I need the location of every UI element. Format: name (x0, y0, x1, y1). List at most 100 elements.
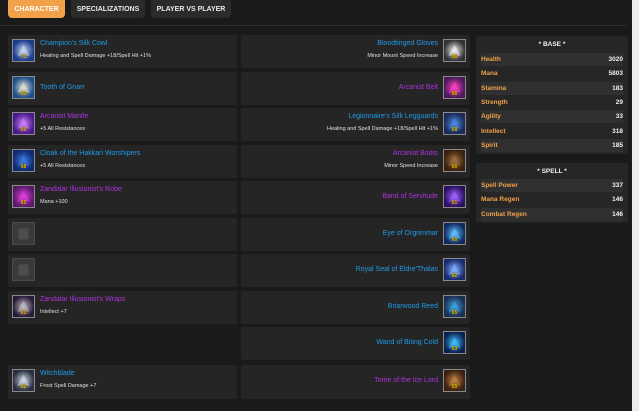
item-level: 65 (451, 310, 458, 316)
stat-value: 337 (612, 182, 623, 189)
tab-bar: CHARACTER SPECIALIZATIONS PLAYER VS PLAY… (0, 0, 639, 20)
stat-row: Intellect 318 (481, 125, 623, 138)
tab-divider (0, 25, 627, 26)
stat-label: Agility (481, 113, 501, 121)
item-level: 68 (20, 164, 27, 170)
stat-value: 185 (612, 141, 623, 149)
item-level: 65 (20, 200, 27, 206)
stat-label: Mana (481, 70, 498, 78)
item-level: 63 (20, 91, 27, 97)
right-equipment-slot[interactable]: 60 Eye of Orgrimmar (241, 218, 470, 251)
stat-value: 146 (612, 210, 623, 218)
empty-tabard-slot-icon (12, 258, 35, 281)
item-name[interactable]: Arcanist Boots (392, 150, 438, 157)
stat-label: Mana Regen (481, 196, 520, 204)
item-name[interactable]: Wand of Biting Cold (376, 339, 438, 346)
item-name[interactable]: Arcanist Mantle (40, 113, 89, 120)
item-name[interactable]: Briarwood Reed (387, 303, 438, 310)
item-name[interactable]: Witchblade (40, 370, 75, 377)
silk-cowl-icon: 71 (12, 39, 35, 62)
stat-label: Spirit (481, 141, 498, 149)
seal-trinket-icon: 62 (443, 258, 466, 281)
reed-trinket-icon: 65 (443, 295, 466, 318)
right-equipment-slot[interactable]: 65 Tome of the Ice Lord (241, 365, 470, 399)
tab-character[interactable]: CHARACTER (8, 0, 65, 18)
item-level: 60 (451, 237, 458, 243)
ring-icon: 61 (443, 185, 466, 208)
item-name[interactable]: Arcanist Belt (398, 84, 438, 91)
stat-value: 3020 (608, 56, 623, 63)
item-level: 65 (451, 384, 458, 390)
item-stat: Minor Speed Increase (384, 163, 438, 169)
tab-specializations[interactable]: SPECIALIZATIONS (71, 0, 145, 18)
stat-label: Combat Regen (481, 210, 527, 218)
item-name[interactable]: Royal Seal of Eldre'Thalas (355, 266, 438, 273)
item-name[interactable]: Cloak of the Hakkari Worshipers (40, 150, 141, 157)
eye-ring-icon: 60 (443, 222, 466, 245)
stat-row: Spirit 185 (481, 138, 623, 152)
item-stat: Mana +100 (40, 199, 68, 205)
item-name[interactable]: Band of Servitude (382, 193, 438, 200)
item-level: 66 (451, 164, 458, 170)
item-level: 66 (451, 91, 458, 97)
stat-label: Spell Power (481, 182, 518, 189)
right-equipment-slot[interactable]: 65 Briarwood Reed (241, 291, 470, 324)
mantle-icon: 66 (12, 112, 35, 135)
left-equipment-slot[interactable]: 68 Cloak of the Hakkari Worshipers +5 All … (8, 145, 237, 178)
item-level: 68 (451, 127, 458, 133)
item-name[interactable]: Champion's Silk Cowl (40, 40, 108, 47)
item-name[interactable]: Zandalar Illusionist's Wraps (40, 296, 126, 303)
stat-value: 318 (612, 127, 623, 135)
item-name[interactable]: Legionnaire's Silk Legguards (348, 113, 438, 120)
belt-icon: 66 (443, 76, 466, 99)
tome-icon: 65 (443, 369, 466, 392)
stat-label: Intellect (481, 127, 506, 135)
robe-icon: 65 (12, 185, 35, 208)
right-equipment-slot[interactable]: 62 Royal Seal of Eldre'Thalas (241, 254, 470, 287)
base-stats-title: * BASE * (538, 41, 566, 48)
right-equipment-slot[interactable]: 66 Arcanist Belt (241, 72, 470, 105)
right-equipment-slot[interactable]: 63 Wand of Biting Cold (241, 327, 470, 360)
item-name[interactable]: Tome of the Ice Lord (374, 377, 438, 384)
left-equipment-slot[interactable] (8, 218, 237, 251)
boots-icon: 66 (443, 149, 466, 172)
item-name[interactable]: Zandalar Illusionist's Robe (40, 186, 122, 193)
item-name[interactable]: Tooth of Gnarr (40, 84, 85, 91)
item-level: 62 (451, 273, 458, 279)
item-level: 63 (451, 346, 458, 352)
tab-player-vs-player[interactable]: PLAYER VS PLAYER (151, 0, 231, 18)
item-name[interactable]: Eye of Orgrimmar (382, 230, 438, 237)
right-equipment-slot[interactable]: 61 Band of Servitude (241, 181, 470, 214)
wraps-icon: 61 (12, 295, 35, 318)
scrollbar[interactable] (632, 0, 639, 411)
stat-label: Health (481, 56, 501, 63)
stat-value: 29 (615, 98, 623, 106)
stat-row: Spell Power 337 (481, 179, 623, 192)
stat-label: Stamina (481, 84, 507, 92)
stat-row: Combat Regen 146 (481, 207, 623, 221)
item-level: 71 (20, 54, 27, 60)
item-level: 62 (20, 384, 27, 390)
item-name[interactable]: Bloodtinged Gloves (377, 40, 438, 47)
item-level: 66 (451, 54, 458, 60)
wand-icon: 63 (443, 331, 466, 354)
cloak-icon: 68 (12, 149, 35, 172)
item-stat: +5 All Resistances (40, 163, 86, 169)
left-equipment-slot[interactable] (8, 254, 237, 287)
left-equipment-slot[interactable]: 63 Tooth of Gnarr (8, 72, 237, 105)
